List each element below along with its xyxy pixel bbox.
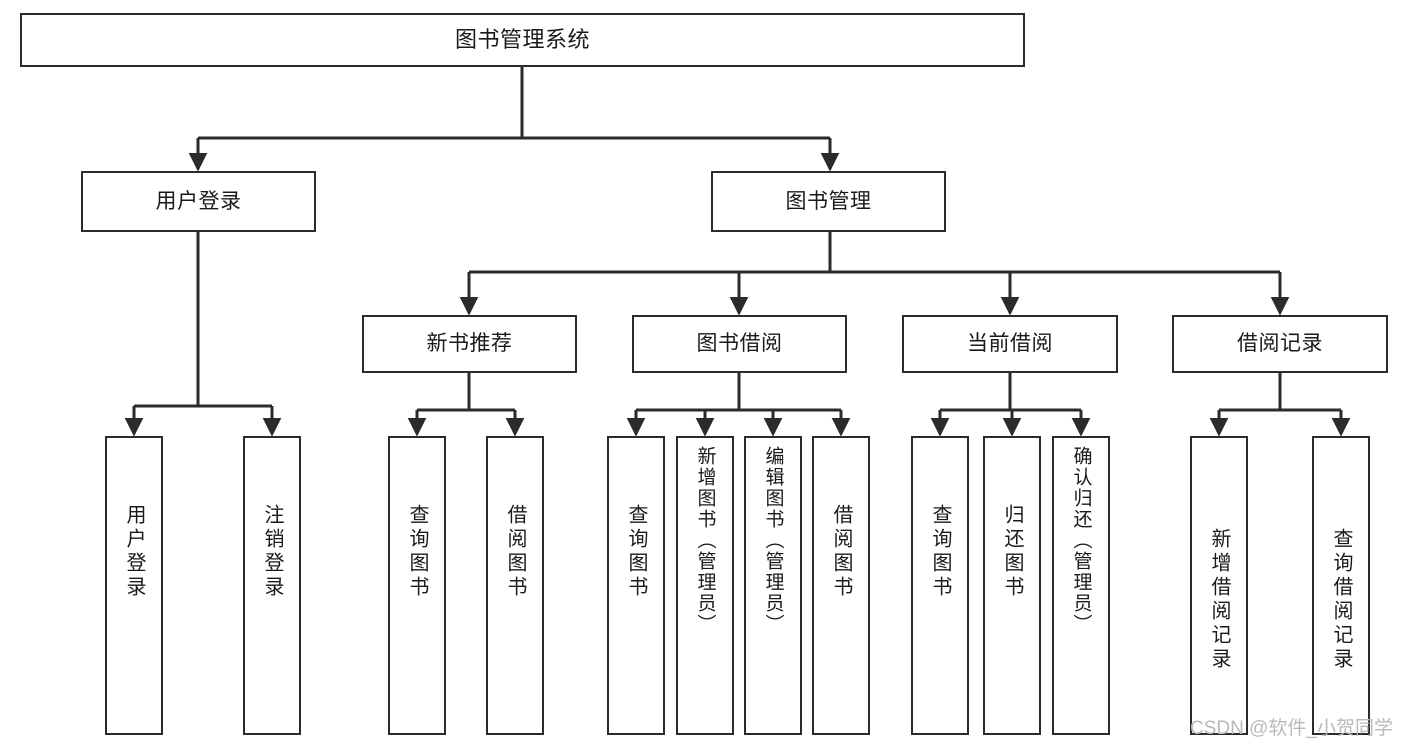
node-book-management-label: 图书管理 xyxy=(785,189,872,213)
leaf-query-book-current[interactable]: 查询图书 xyxy=(911,436,969,735)
leaf-add-book-admin-label: 新增图书（管理员） xyxy=(694,446,716,635)
node-user-login[interactable]: 用户登录 xyxy=(81,171,316,232)
node-user-login-label: 用户登录 xyxy=(155,189,242,213)
leaf-user-login[interactable]: 用户登录 xyxy=(105,436,163,735)
node-book-borrow-label: 图书借阅 xyxy=(696,332,783,356)
node-borrow-record-label: 借阅记录 xyxy=(1237,332,1323,356)
csdn-watermark: CSDN @软件_小贺同学 xyxy=(1190,713,1393,740)
leaf-add-borrow-record[interactable]: 新增借阅记录 xyxy=(1190,436,1248,735)
leaf-add-borrow-record-label: 新增借阅记录 xyxy=(1208,528,1230,672)
leaf-borrow-book-recommend[interactable]: 借阅图书 xyxy=(486,436,544,735)
leaf-borrow-book-label: 借阅图书 xyxy=(830,504,852,600)
node-new-book-recommend-label: 新书推荐 xyxy=(426,332,513,356)
leaf-query-book-recommend-label: 查询图书 xyxy=(406,504,428,600)
leaf-query-borrow-record-label: 查询借阅记录 xyxy=(1330,528,1352,672)
leaf-borrow-book-recommend-label: 借阅图书 xyxy=(504,504,526,600)
leaf-query-book-current-label: 查询图书 xyxy=(929,504,951,600)
leaf-return-book-label: 归还图书 xyxy=(1001,504,1023,600)
leaf-query-book-recommend[interactable]: 查询图书 xyxy=(388,436,446,735)
node-book-management[interactable]: 图书管理 xyxy=(711,171,946,232)
leaf-confirm-return-admin-label: 确认归还（管理员） xyxy=(1070,446,1092,635)
leaf-logout-login[interactable]: 注销登录 xyxy=(243,436,301,735)
leaf-logout-login-label: 注销登录 xyxy=(261,504,283,600)
node-book-borrow[interactable]: 图书借阅 xyxy=(632,315,847,373)
leaf-query-borrow-record[interactable]: 查询借阅记录 xyxy=(1312,436,1370,735)
node-new-book-recommend[interactable]: 新书推荐 xyxy=(362,315,577,373)
leaf-borrow-book[interactable]: 借阅图书 xyxy=(812,436,870,735)
leaf-confirm-return-admin[interactable]: 确认归还（管理员） xyxy=(1052,436,1110,735)
leaf-query-book-borrow[interactable]: 查询图书 xyxy=(607,436,665,735)
leaf-add-book-admin[interactable]: 新增图书（管理员） xyxy=(676,436,734,735)
node-root-label: 图书管理系统 xyxy=(454,26,590,52)
leaf-edit-book-admin[interactable]: 编辑图书（管理员） xyxy=(744,436,802,735)
leaf-return-book[interactable]: 归还图书 xyxy=(983,436,1041,735)
leaf-user-login-label: 用户登录 xyxy=(123,504,145,600)
leaf-edit-book-admin-label: 编辑图书（管理员） xyxy=(762,446,784,635)
node-current-borrow-label: 当前借阅 xyxy=(967,332,1053,356)
node-borrow-record[interactable]: 借阅记录 xyxy=(1172,315,1388,373)
leaf-query-book-borrow-label: 查询图书 xyxy=(625,504,647,600)
csdn-watermark-text: CSDN @软件_小贺同学 xyxy=(1190,718,1393,739)
node-current-borrow[interactable]: 当前借阅 xyxy=(902,315,1118,373)
node-root[interactable]: 图书管理系统 xyxy=(20,13,1025,67)
